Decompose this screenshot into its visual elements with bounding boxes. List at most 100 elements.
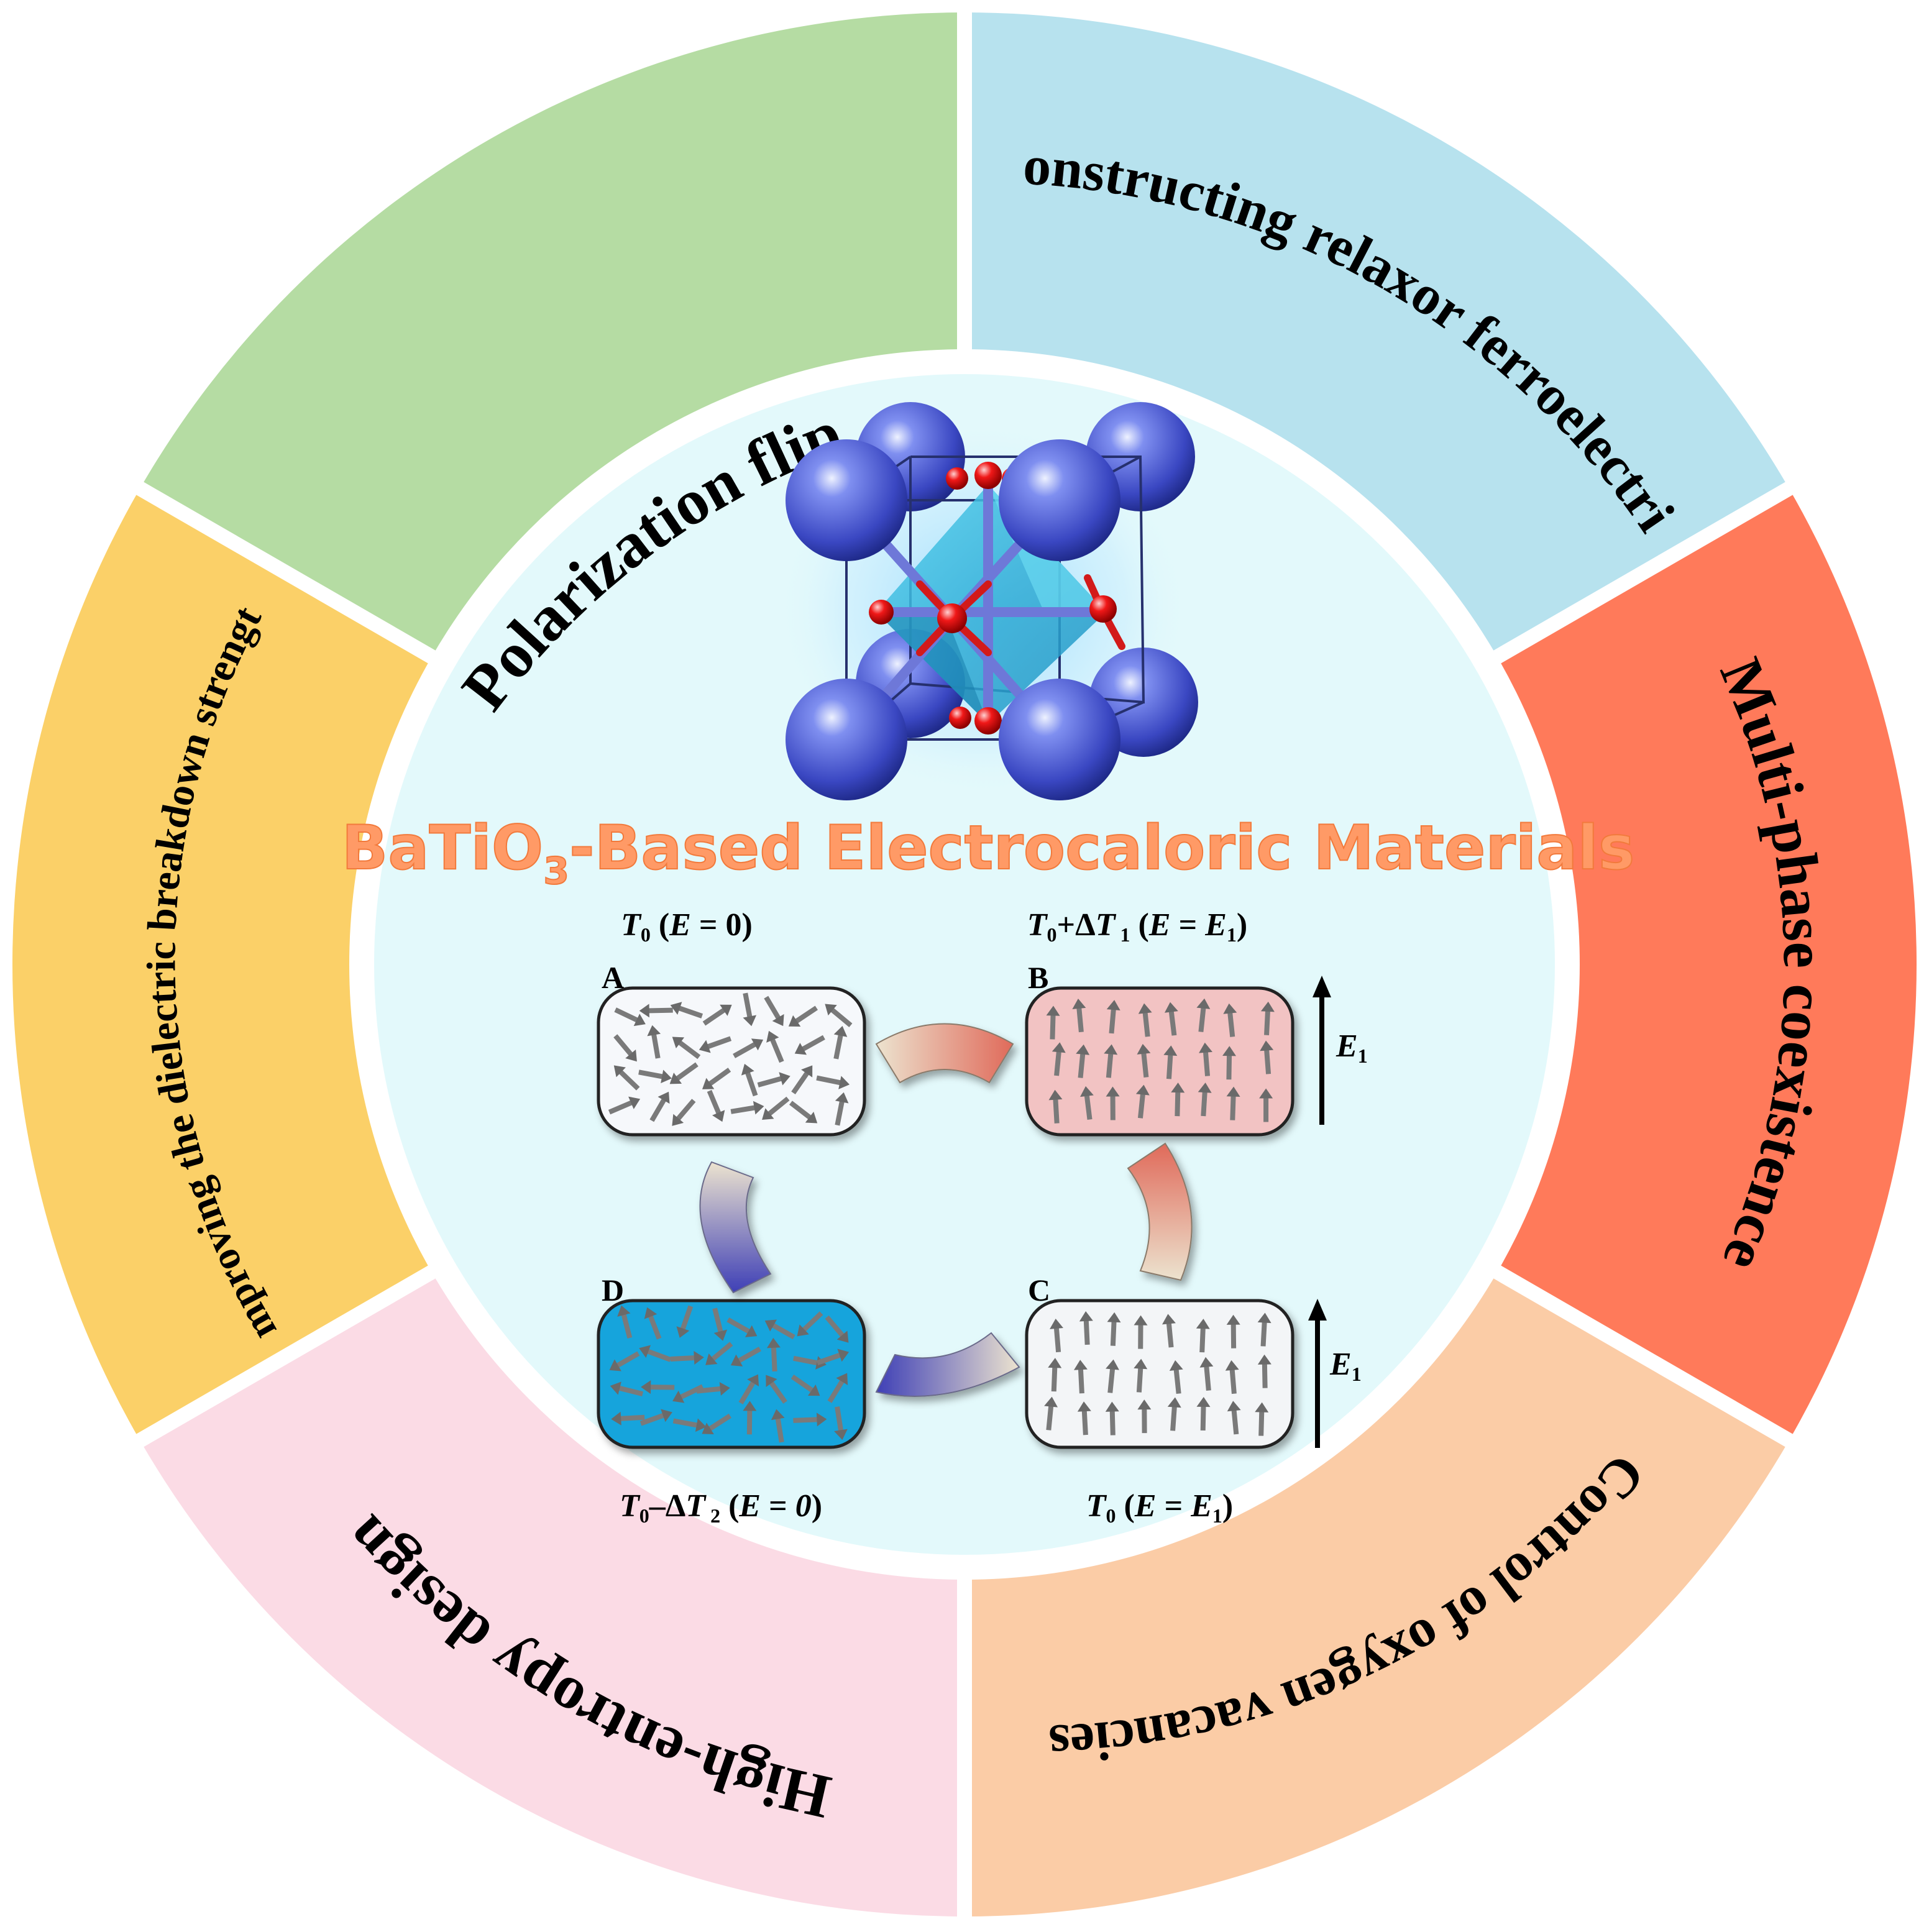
dipole-arrow-icon	[1134, 1315, 1148, 1349]
dipole-arrow-icon	[1048, 1089, 1063, 1124]
dipole-arrow-icon	[1199, 1042, 1212, 1076]
dipole-arrow-icon	[699, 1036, 732, 1053]
dipole-arrow-icon	[816, 1348, 850, 1365]
segment-divider	[131, 1256, 452, 1450]
state-letter-A: A	[602, 960, 624, 995]
dipole-arrow-icon	[647, 1025, 661, 1059]
center-disk	[374, 374, 1555, 1555]
dipole-arrow-icon	[835, 1092, 849, 1126]
dipole-arrow-icon	[1257, 1312, 1271, 1347]
dipole-arrow-icon	[1259, 1088, 1273, 1122]
strategy-ring	[12, 6, 1917, 1923]
dipole-arrow-icon	[738, 1374, 759, 1404]
dipole-arrow-icon	[1162, 1314, 1176, 1348]
dipole-arrow-icon	[741, 1063, 758, 1097]
diagram-title: BaTiO3-Based Electrocaloric Materials	[342, 813, 1635, 893]
state-letter-D: D	[602, 1273, 624, 1307]
dipole-arrow-icon	[1138, 1003, 1152, 1037]
dipole-arrow-icon	[793, 1412, 827, 1427]
dipole-arrow-icon	[670, 1002, 703, 1019]
cycle-arrow-icon	[699, 1161, 772, 1294]
state-letter-B: B	[1028, 960, 1048, 995]
cycle-arrow-icon	[875, 1332, 1020, 1397]
dipole-arrow-icon	[766, 1375, 787, 1404]
dipole-arrow-icon	[1044, 1396, 1058, 1431]
dipole-arrow-icon	[1046, 1005, 1060, 1040]
dipole-arrow-icon	[672, 1418, 707, 1432]
dipole-arrow-icon	[1080, 1086, 1094, 1120]
dipole-arrow-icon	[1072, 999, 1086, 1033]
dipole-arrow-icon	[816, 1075, 850, 1089]
state-box-A: A	[597, 960, 866, 1137]
dipole-arrow-icon	[766, 1030, 784, 1063]
dipole-arrow-icon	[1077, 1401, 1091, 1435]
dipole-arrow-icon	[1196, 1319, 1210, 1353]
dipole-arrow-icon	[1164, 1002, 1178, 1036]
dipole-arrow-icon	[613, 1065, 640, 1091]
dipole-arrow-icon	[1171, 1083, 1185, 1117]
dipole-arrow-icon	[788, 1005, 818, 1027]
dipole-arrow-icon	[1050, 1319, 1063, 1353]
dipole-arrow-icon	[702, 1004, 732, 1026]
state-box-D: D	[597, 1273, 866, 1449]
dipole-arrow-icon	[639, 1004, 673, 1018]
dipole-arrow-icon	[1137, 1043, 1151, 1078]
dipole-arrow-icon	[641, 1380, 675, 1394]
dipole-arrow-icon	[1106, 1086, 1120, 1120]
dipole-arrow-icon	[730, 1347, 761, 1367]
dipole-arrow-icon	[833, 1025, 848, 1060]
segment-polarization	[140, 12, 965, 657]
dipole-arrow-icon	[1169, 1360, 1183, 1394]
cycle-arrow-icon	[875, 1023, 1014, 1084]
dipole-arrow-icon	[669, 1062, 699, 1084]
state-box-C: C	[1025, 1273, 1294, 1449]
dipole-arrow-icon	[611, 1411, 645, 1426]
dipole-arrow-icon	[702, 1068, 731, 1089]
dipole-arrow-icon	[672, 1384, 704, 1403]
dipole-arrow-icon	[705, 1342, 733, 1365]
dipole-arrow-icon	[1260, 1040, 1274, 1074]
dipole-arrow-icon	[825, 1315, 849, 1343]
segment-entropy	[140, 1272, 965, 1916]
dipole-arrow-icon	[638, 1069, 672, 1084]
dipole-arrow-icon	[771, 1409, 785, 1443]
dipole-arrow-icon	[1257, 1354, 1271, 1388]
dipole-arrow-icon	[1223, 1003, 1237, 1037]
dipole-arrow-icon	[789, 1101, 818, 1124]
dipole-arrow-icon	[757, 1072, 790, 1087]
segment-oxygen	[964, 1272, 1789, 1916]
dipole-arrow-icon	[1167, 1397, 1181, 1431]
dipole-arrow-icon	[639, 1409, 672, 1426]
dipole-arrow-icon	[1073, 1360, 1088, 1394]
state-box-B: B	[1025, 960, 1294, 1137]
dipole-arrow-icon	[639, 1345, 672, 1362]
dipole-arrow-icon	[766, 1337, 781, 1372]
dipole-arrow-icon	[1196, 998, 1211, 1032]
dipole-arrow-icon	[614, 1007, 646, 1027]
segment-divider	[1477, 478, 1798, 673]
dipole-arrow-icon	[1198, 1083, 1212, 1117]
dipole-arrow-icon	[834, 1406, 848, 1440]
dipole-arrow-icon	[743, 992, 757, 1027]
dipole-arrow-icon	[1079, 1311, 1093, 1345]
dipole-arrow-icon	[1135, 1084, 1150, 1119]
field-arrow-icon	[1313, 976, 1331, 1125]
dipole-arrow-icon	[791, 1065, 813, 1095]
dipole-arrow-icon	[617, 1305, 633, 1339]
dipole-arrow-icon	[1226, 1314, 1240, 1348]
dipole-arrow-icon	[762, 1096, 790, 1120]
dipole-arrow-icon	[1048, 1358, 1062, 1392]
dipole-arrow-icon	[672, 1099, 696, 1126]
dipole-arrow-icon	[827, 1373, 848, 1403]
dipole-arrow-icon	[764, 996, 784, 1027]
dipole-arrow-icon	[790, 1375, 820, 1396]
dipole-arrow-icon	[1105, 1401, 1119, 1435]
dipole-arrow-icon	[613, 1034, 637, 1062]
segment-divider	[131, 478, 452, 673]
dipole-arrow-icon	[1222, 1046, 1237, 1080]
dipole-arrow-icon	[726, 1317, 758, 1337]
segment-multiphase	[1497, 488, 1917, 1440]
dipole-arrow-icon	[670, 1351, 704, 1365]
